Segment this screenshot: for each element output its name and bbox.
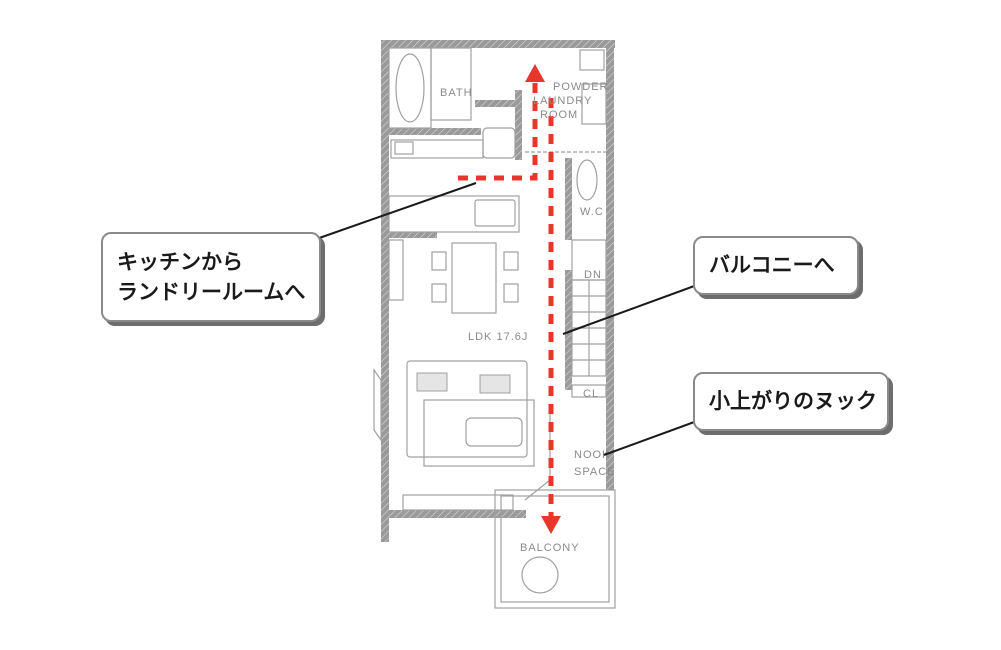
callout-to-balcony: バルコニーへ (693, 236, 859, 295)
route-arrows (458, 64, 561, 534)
room-labels: BATH POWDER LAUNDRY ROOM W.C DN LDK 17.6… (440, 81, 615, 554)
route-kitchen-to-laundry (458, 80, 538, 181)
room-label-space: SPACE (574, 466, 615, 478)
room-label-bath: BATH (440, 87, 473, 99)
room-label-cl: CL (583, 388, 599, 400)
arrow-down-icon (541, 516, 561, 534)
room-label-powder: POWDER (553, 81, 609, 93)
callout-kitchen-to-laundry: キッチンから ランドリールームへ (101, 232, 321, 322)
room-label-balcony: BALCONY (520, 542, 580, 554)
callout-nook: 小上がりのヌック (693, 372, 889, 431)
cushions (416, 372, 511, 394)
stairs-dn-label: DN (584, 269, 602, 281)
room-label-wc: W.C (580, 206, 604, 218)
leader-lines (304, 182, 698, 456)
walls (381, 40, 615, 542)
fixtures (373, 47, 616, 609)
room-label-ldk: LDK 17.6J (468, 331, 528, 343)
arrow-up-icon (525, 64, 545, 82)
room-label-nook: NOOK (574, 449, 610, 461)
room-label-room: ROOM (540, 109, 578, 121)
room-label-laundry: LAUNDRY (533, 95, 592, 107)
